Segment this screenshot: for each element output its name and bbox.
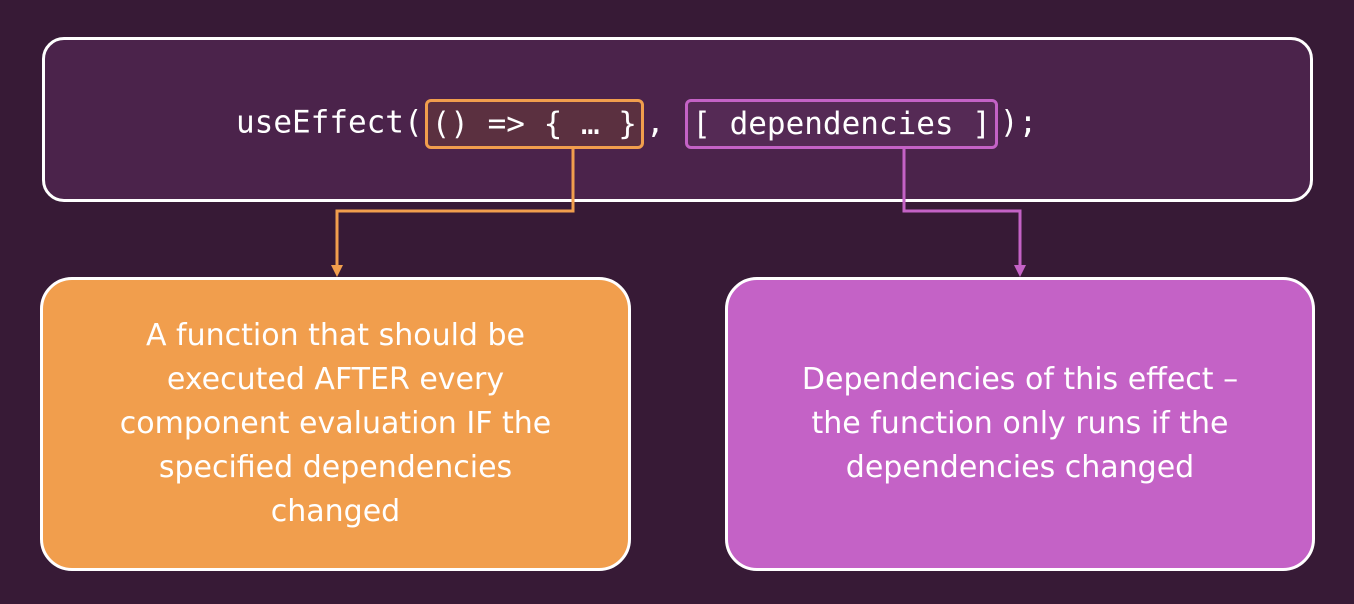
code-suffix: ); xyxy=(999,104,1038,141)
code-snippet: useEffect(() => { … }, [ dependencies ])… xyxy=(236,99,1038,149)
callback-description-text: A function that should be executed AFTER… xyxy=(119,318,552,529)
dependencies-description-text: Dependencies of this effect – the functi… xyxy=(801,362,1239,485)
deps-arrowhead xyxy=(1014,265,1026,277)
callback-description-box: A function that should be executed AFTER… xyxy=(40,277,631,571)
code-panel xyxy=(42,37,1313,202)
code-separator: , xyxy=(645,104,684,141)
code-prefix: useEffect( xyxy=(236,104,423,141)
callback-highlight: () => { … } xyxy=(424,99,644,149)
callback-arrowhead xyxy=(331,265,343,277)
dependencies-description-box: Dependencies of this effect – the functi… xyxy=(725,277,1315,571)
dependencies-highlight: [ dependencies ] xyxy=(685,99,998,149)
